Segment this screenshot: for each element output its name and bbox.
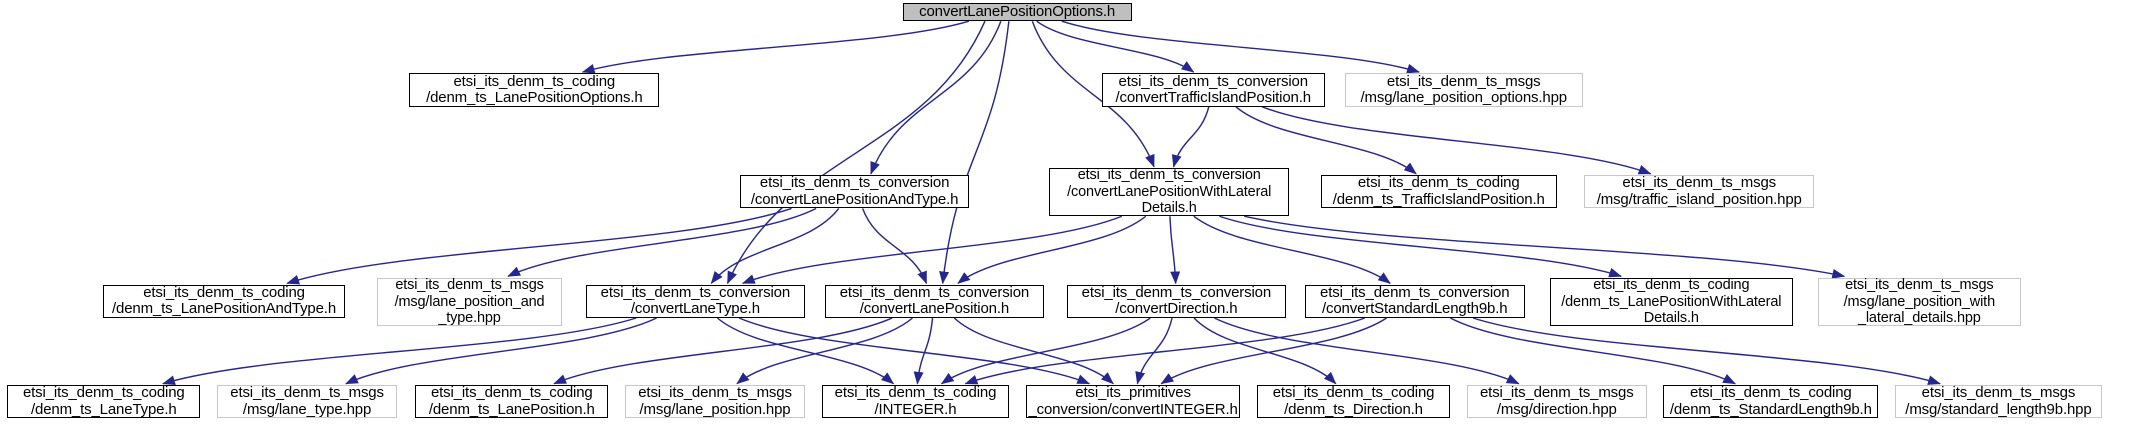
graph-node-n22[interactable]: etsi_its_denm_ts_coding /denm_ts_Directi… [1256, 384, 1451, 419]
edge-n0-to-n4 [870, 20, 1002, 175]
edge-n5-to-n13 [1193, 215, 1391, 284]
edge-n4-to-n11 [861, 208, 928, 285]
edge-n12-to-n22 [1193, 317, 1337, 385]
edge-n0-to-n3 [1061, 20, 1420, 74]
edge-n12-to-n20 [940, 317, 1151, 385]
edge-n2-to-n5 [1171, 106, 1210, 168]
edge-n0-to-n2 [1036, 20, 1195, 73]
edge-n2-to-n6 [1235, 106, 1417, 175]
graph-node-n20[interactable]: etsi_its_denm_ts_coding /INTEGER.h [821, 384, 1010, 419]
graph-node-n8[interactable]: etsi_its_denm_ts_coding /denm_ts_LanePos… [103, 284, 345, 318]
edge-n11-to-n20 [913, 317, 934, 385]
graph-node-n24[interactable]: etsi_its_denm_ts_coding /denm_ts_Standar… [1663, 384, 1879, 419]
graph-node-n2[interactable]: etsi_its_denm_ts_conversion /convertTraf… [1101, 73, 1325, 107]
graph-node-n10[interactable]: etsi_its_denm_ts_conversion /convertLane… [585, 284, 806, 318]
edge-n10-to-n21 [738, 317, 1091, 385]
edge-n13-to-n25 [1472, 317, 1941, 385]
edge-n4-to-n9 [507, 207, 817, 277]
graph-node-n4[interactable]: etsi_its_denm_ts_conversion /convertLane… [740, 175, 970, 209]
edge-n11-to-n21 [953, 317, 1114, 385]
graph-node-n25[interactable]: etsi_its_denm_ts_msgs /msg/standard_leng… [1894, 384, 2103, 419]
graph-node-n17[interactable]: etsi_its_denm_ts_msgs /msg/lane_type.hpp [216, 384, 398, 419]
edge-n5-to-n10 [741, 215, 1123, 285]
edge-n2-to-n7 [1261, 106, 1652, 175]
edge-n10-to-n16 [162, 317, 637, 385]
graph-node-n7[interactable]: etsi_its_denm_ts_msgs /msg/traffic_islan… [1584, 175, 1815, 209]
graph-node-n14[interactable]: etsi_its_denm_ts_coding /denm_ts_LanePos… [1549, 277, 1793, 326]
graph-node-n23[interactable]: etsi_its_denm_ts_msgs /msg/direction.hpp [1466, 384, 1647, 419]
edge-n0-to-n10 [726, 20, 986, 285]
edge-n10-to-n17 [345, 317, 657, 385]
edge-n13-to-n21 [1160, 317, 1387, 385]
graph-node-n15[interactable]: etsi_its_denm_ts_msgs /msg/lane_position… [1818, 277, 2021, 326]
edge-n4-to-n10 [710, 208, 840, 285]
edge-n0-to-n1 [581, 20, 970, 74]
edge-n13-to-n24 [1449, 317, 1736, 385]
edge-n10-to-n20 [716, 317, 895, 385]
graph-node-n0[interactable]: convertLanePositionOptions.h [902, 2, 1132, 22]
graph-node-n21[interactable]: etsi_its_primitives _conversion/convertI… [1025, 384, 1241, 419]
edge-n5-to-n11 [957, 215, 1147, 284]
graph-node-n19[interactable]: etsi_its_denm_ts_msgs /msg/lane_position… [624, 384, 806, 419]
graph-node-n16[interactable]: etsi_its_denm_ts_coding /denm_ts_LaneTyp… [7, 384, 201, 419]
edge-n13-to-n20 [964, 317, 1366, 385]
edge-n5-to-n15 [1244, 215, 1846, 279]
graph-node-n3[interactable]: etsi_its_denm_ts_msgs /msg/lane_position… [1344, 73, 1583, 107]
edge-n5-to-n12 [1169, 216, 1181, 285]
graph-node-n11[interactable]: etsi_its_denm_ts_conversion /convertLane… [824, 284, 1045, 318]
graph-node-n18[interactable]: etsi_its_denm_ts_coding /denm_ts_LanePos… [415, 384, 609, 419]
edge-n5-to-n14 [1219, 215, 1622, 278]
graph-node-n6[interactable]: etsi_its_denm_ts_coding /denm_ts_Traffic… [1320, 175, 1557, 209]
graph-node-n5[interactable]: etsi_its_denm_ts_conversion /convertLane… [1049, 167, 1290, 216]
edge-n12-to-n23 [1214, 317, 1520, 385]
graph-node-n9[interactable]: etsi_its_denm_ts_msgs /msg/lane_position… [377, 277, 562, 326]
graph-node-n13[interactable]: etsi_its_denm_ts_conversion /convertStan… [1304, 284, 1525, 318]
edge-n11-to-n18 [553, 317, 893, 385]
edge-n12-to-n21 [1135, 317, 1173, 385]
edge-n0-to-n11 [939, 21, 1010, 285]
graph-node-n12[interactable]: etsi_its_denm_ts_conversion /convertDire… [1066, 284, 1287, 318]
edge-n4-to-n8 [286, 207, 792, 285]
edge-n11-to-n19 [736, 317, 913, 385]
graph-node-n1[interactable]: etsi_its_denm_ts_coding /denm_ts_LanePos… [409, 73, 660, 107]
